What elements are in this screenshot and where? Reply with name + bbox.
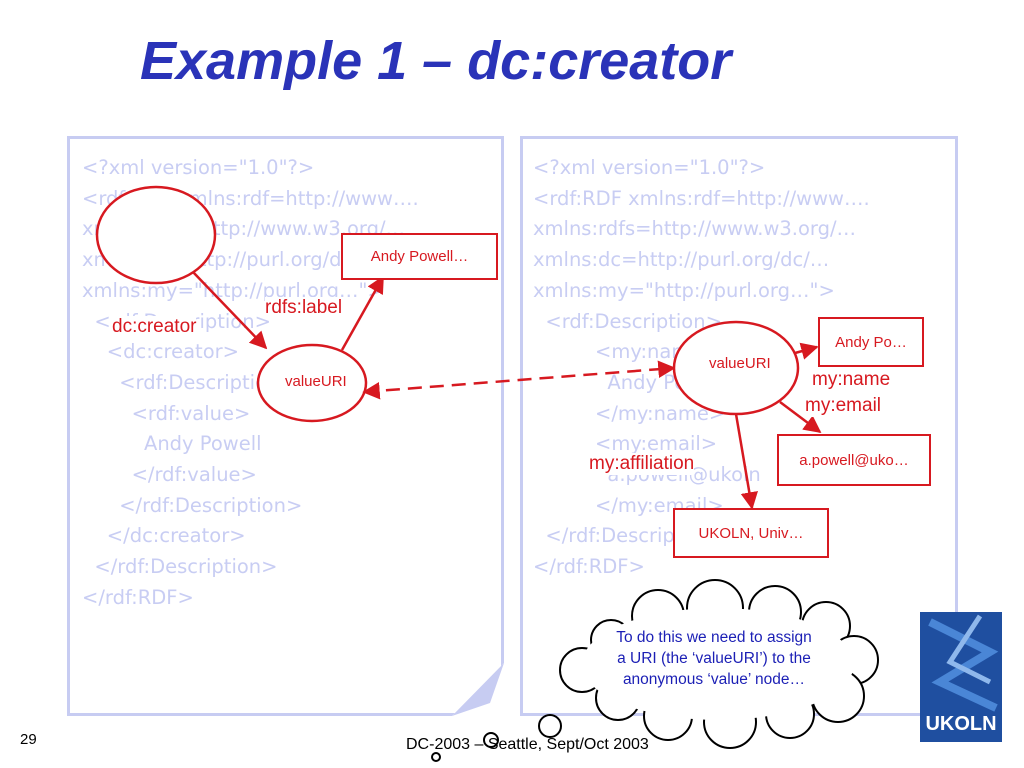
- code-line: xmlns:my="http://purl.org…">: [82, 278, 384, 302]
- left-code-listing: <?xml version="1.0"?><rdf:RDF xmlns:rdf=…: [82, 153, 419, 614]
- literal-box-andy-powell: Andy Powell…: [341, 233, 498, 280]
- blank-node-circle: [95, 185, 217, 285]
- edge-label-my-email: my:email: [805, 395, 882, 417]
- page-curl-icon: [452, 663, 504, 716]
- rdfs-label-edge: [340, 275, 385, 351]
- slide-title: Example 1 – dc:creator: [140, 31, 732, 91]
- code-line: <my:email>: [533, 432, 718, 456]
- code-line: <rdf:Description>: [82, 370, 296, 394]
- dc-creator-edge: [192, 271, 268, 350]
- code-line: xmlns:my="http://purl.org…">: [533, 278, 835, 302]
- slide-footer: DC-2003 – Seattle, Sept/Oct 2003: [406, 736, 649, 753]
- callout-bubble-small: [431, 752, 441, 762]
- my-email-edge: [779, 401, 822, 434]
- code-line: <rdf:value>: [82, 401, 251, 425]
- literal-box-name: Andy Po…: [818, 317, 924, 367]
- code-line: </rdf:Description>: [82, 555, 278, 579]
- code-line: <?xml version="1.0"?>: [533, 156, 766, 179]
- code-line: </rdf:RDF>: [82, 585, 194, 609]
- callout-bubble-large: [538, 714, 562, 738]
- right-node-label: valueURI: [709, 355, 771, 372]
- code-line: xmlns:rdfs=http://www.w3.org/…: [533, 217, 857, 241]
- literal-box-email: a.powell@uko…: [777, 434, 931, 486]
- code-line: <?xml version="1.0"?>: [82, 156, 315, 179]
- edge-label-dc-creator: dc:creator: [112, 316, 197, 338]
- callout-text: To do this we need to assign a URI (the …: [616, 629, 812, 688]
- code-line: <rdf:Description>: [533, 309, 722, 333]
- edge-label-my-name: my:name: [812, 369, 891, 391]
- code-line: xmlns:dc=http://purl.org/dc/…: [533, 248, 830, 272]
- edge-label-my-affiliation: my:affiliation: [589, 453, 695, 475]
- left-node-label: valueURI: [285, 373, 347, 390]
- code-line: </dc:creator>: [82, 524, 246, 548]
- page-number: 29: [20, 731, 37, 748]
- edge-label-rdfs-label: rdfs:label: [265, 297, 343, 319]
- callout-bubble-medium: [483, 732, 499, 748]
- ukoln-logo: UKOLN: [920, 612, 1002, 742]
- code-line: </rdf:Description>: [82, 493, 303, 517]
- code-line: </rdf:value>: [82, 463, 257, 487]
- ukoln-logo-text: UKOLN: [925, 713, 997, 735]
- code-line: </my:name>: [533, 401, 726, 425]
- code-line: <rdf:RDF xmlns:rdf=http://www….: [533, 186, 870, 210]
- literal-box-affiliation: UKOLN, Univ…: [673, 508, 829, 558]
- my-name-edge: [794, 342, 819, 360]
- code-line: Andy Powell: [82, 432, 262, 456]
- code-line: <dc:creator>: [82, 340, 239, 364]
- dashed-link-edge: [362, 360, 676, 400]
- my-affiliation-edge: [734, 413, 758, 510]
- code-line: </rdf:RDF>: [533, 555, 645, 579]
